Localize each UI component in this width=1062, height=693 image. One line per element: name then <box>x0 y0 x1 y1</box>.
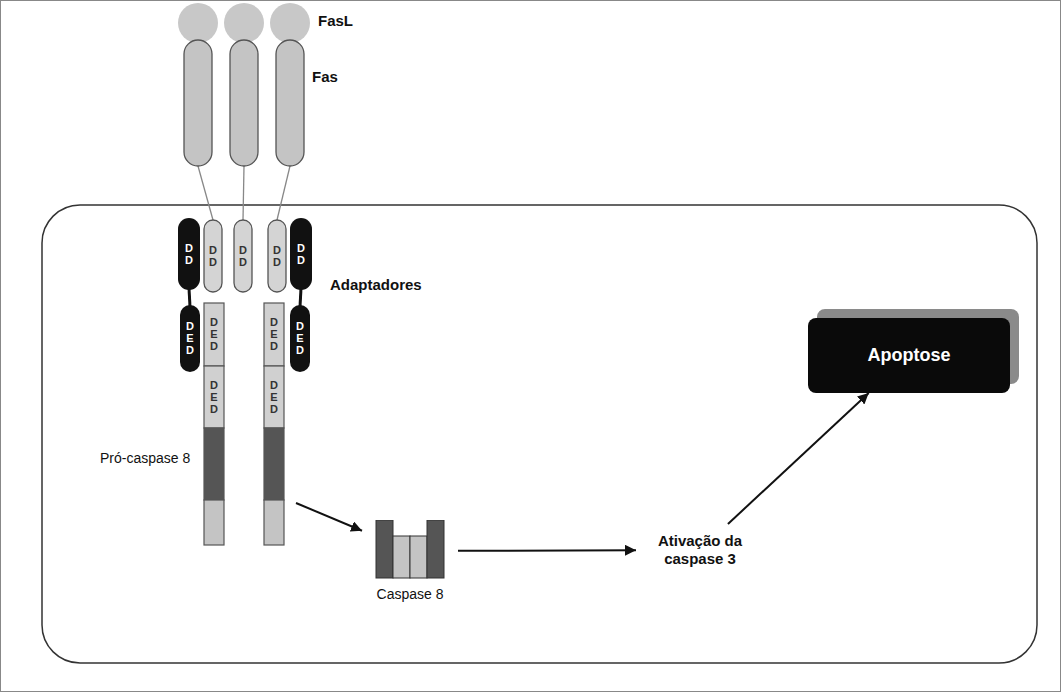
pathway-arrow <box>728 393 869 524</box>
node-text: Ativação da caspase 3 <box>644 532 756 568</box>
apoptosis-box: Apoptose <box>808 318 1010 393</box>
domain-letters: D D <box>206 244 220 268</box>
node-text: Pró-caspase 8 <box>92 400 296 466</box>
domain-letters: D E D <box>207 379 221 415</box>
ligand-label: FasL <box>318 12 353 29</box>
receptor-label: Fas <box>312 68 338 85</box>
procaspase-complex: Pró-caspase 8 <box>92 400 296 520</box>
pathway-arrow <box>458 549 636 552</box>
pathway-arrow <box>296 503 362 531</box>
domain-letters: D D <box>182 242 196 266</box>
domain-letters: D D <box>270 244 284 268</box>
domain-letters: D E D <box>207 316 221 352</box>
domain-letters: D E D <box>293 320 307 356</box>
adaptor-protein <box>178 218 312 372</box>
domain-letters: D E D <box>183 320 197 356</box>
caspase-8-node: Caspase 8 <box>362 500 458 602</box>
domain-letters: D E D <box>267 379 281 415</box>
domain-letters: D E D <box>267 316 281 352</box>
node-text: Apoptose <box>868 345 951 366</box>
adaptor-label: Adaptadores <box>330 276 422 293</box>
domain-letters: D D <box>236 244 250 268</box>
domain-letters: D D <box>294 242 308 266</box>
fas-receptor <box>184 40 304 292</box>
pro-caspase-8 <box>204 303 284 545</box>
node-text: Caspase 8 <box>362 500 458 602</box>
cell-membrane <box>42 205 1037 663</box>
fas-ligand <box>178 3 310 43</box>
activation-step: Ativação da caspase 3 <box>636 524 764 576</box>
